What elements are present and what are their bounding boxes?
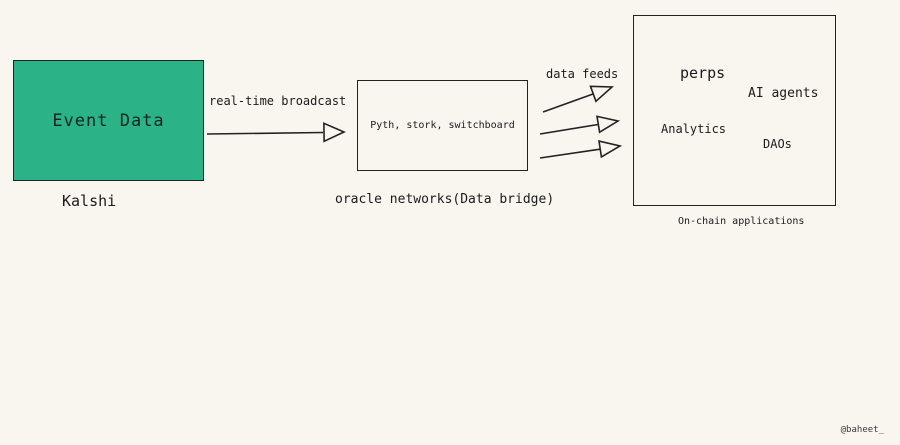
watermark: @baheet_: [840, 425, 884, 435]
data-feeds-arrow-bottom: [539, 140, 623, 159]
oracle-box: Pyth, stork, switchboard: [357, 80, 528, 171]
data-feeds-arrow-top: [542, 85, 615, 113]
daos-label: DAOs: [763, 137, 792, 151]
data-feeds-arrow-middle: [539, 115, 621, 135]
ai-agents-label: AI agents: [748, 86, 819, 101]
event-data-box: Event Data: [13, 60, 204, 181]
broadcast-arrow: [206, 122, 346, 143]
applications-caption: On-chain applications: [678, 216, 805, 227]
data-feeds-label: data feeds: [546, 67, 619, 81]
oracle-caption: oracle networks(Data bridge): [335, 192, 555, 207]
oracle-box-label: Pyth, stork, switchboard: [370, 120, 515, 131]
applications-box: perps AI agents Analytics DAOs: [633, 15, 836, 206]
kalshi-caption: Kalshi: [62, 192, 117, 210]
event-data-label: Event Data: [52, 110, 165, 131]
analytics-label: Analytics: [661, 122, 727, 136]
perps-label: perps: [680, 64, 726, 82]
broadcast-arrow-label: real-time broadcast: [209, 94, 347, 108]
